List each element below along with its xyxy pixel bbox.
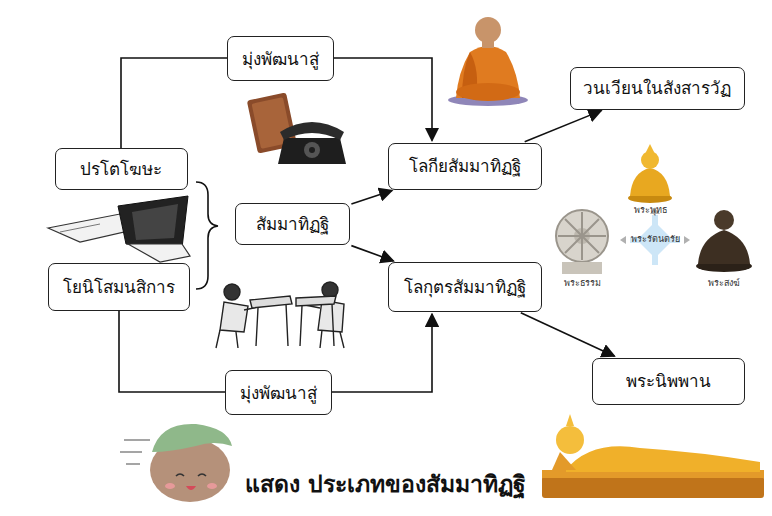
hands-book-sketch: [48, 196, 190, 262]
reclining-buddha: [542, 414, 764, 498]
monk-figure: [482, 40, 494, 48]
book-phone-icon: [309, 147, 315, 153]
image-label: พระสงฆ์: [708, 279, 740, 289]
hands-book-sketch: [118, 196, 188, 248]
hands-book-sketch: [128, 244, 190, 262]
hands-book-sketch: [60, 224, 100, 232]
concept-box: โลกุตรสัมมาทิฏฐิ: [388, 262, 542, 312]
triple-gem-image: [558, 212, 606, 260]
concept-box: โลกียสัมมาทิฏฐิ: [388, 143, 542, 190]
students-sketch: [216, 304, 288, 348]
brace: [196, 182, 218, 289]
mascot: [176, 474, 206, 476]
students-sketch: [300, 304, 344, 348]
mascot: [152, 424, 232, 452]
concept-box: สัมมาทิฏฐิ: [235, 203, 350, 245]
concept-box: วนเวียนในสังสารวัฏ: [570, 67, 745, 110]
arrow-connector: [351, 190, 392, 204]
triple-gem-image: [646, 144, 654, 152]
box-label: วนเวียนในสังสารวัฏ: [583, 78, 731, 98]
monk-figure: [456, 83, 520, 101]
students-sketch: [224, 284, 240, 300]
reclining-buddha: [566, 446, 760, 472]
book-phone-icon: [247, 92, 346, 164]
mascot: [165, 483, 175, 489]
monk-figure: [448, 17, 528, 106]
edge-label: มุ่งพัฒนาสู่: [227, 36, 334, 81]
triple-gem-image: [684, 236, 690, 244]
mascot: [207, 483, 217, 489]
students-sketch: [216, 282, 344, 348]
mascot: [120, 424, 232, 502]
students-sketch: [296, 296, 336, 306]
triple-gem-image: [556, 144, 752, 274]
image-label: พระรัตนตรัย: [631, 235, 680, 245]
image-label: พระพุทธ: [634, 206, 667, 216]
triple-gem-image: [641, 151, 659, 169]
box-label: ปรโตโฆษะ: [80, 159, 162, 179]
hands-book-sketch: [132, 204, 178, 240]
box-label: พระนิพพาน: [626, 371, 711, 391]
mascot: [120, 440, 150, 464]
triple-gem-image: [562, 262, 602, 274]
triple-gem-image: [556, 210, 608, 262]
box-label: โลกุตรสัมมาทิฏฐิ: [404, 277, 526, 297]
book-phone-icon: [304, 142, 320, 158]
concept-box: พระนิพพาน: [592, 358, 745, 405]
book-phone-icon: [278, 138, 346, 164]
concept-box: ปรโตโฆษะ: [55, 148, 188, 190]
arrow-connector: [521, 313, 615, 356]
reclining-buddha: [566, 414, 574, 426]
students-sketch: [220, 302, 248, 332]
triple-gem-image: [698, 230, 750, 264]
box-label: โยนิโสมนสิการ: [63, 277, 175, 297]
box-label: สัมมาทิฏฐิ: [256, 214, 329, 234]
reclining-buddha: [556, 426, 584, 454]
triple-gem-image: [714, 210, 734, 230]
reclining-buddha: [552, 452, 576, 470]
edge-label: มุ่งพัฒนาสู่: [225, 370, 332, 415]
box-label: โลกียสัมมาทิฏฐิ: [409, 156, 521, 176]
monk-figure: [475, 17, 501, 43]
triple-gem-image: [620, 236, 626, 244]
arrow-connector: [525, 111, 602, 142]
arrow-connector: [351, 246, 393, 261]
caption: แสดง ประเภทของสัมมาทิฏฐิ: [245, 466, 526, 502]
triple-gem-image: [630, 215, 680, 265]
image-label: พระธรรม: [564, 279, 601, 289]
triple-gem-image: [630, 168, 670, 196]
book-phone-icon: [280, 122, 344, 140]
concept-box: โยนิโสมนสิการ: [48, 263, 190, 311]
reclining-buddha: [542, 476, 764, 498]
triple-gem-image: [558, 212, 606, 260]
mascot: [186, 486, 196, 490]
